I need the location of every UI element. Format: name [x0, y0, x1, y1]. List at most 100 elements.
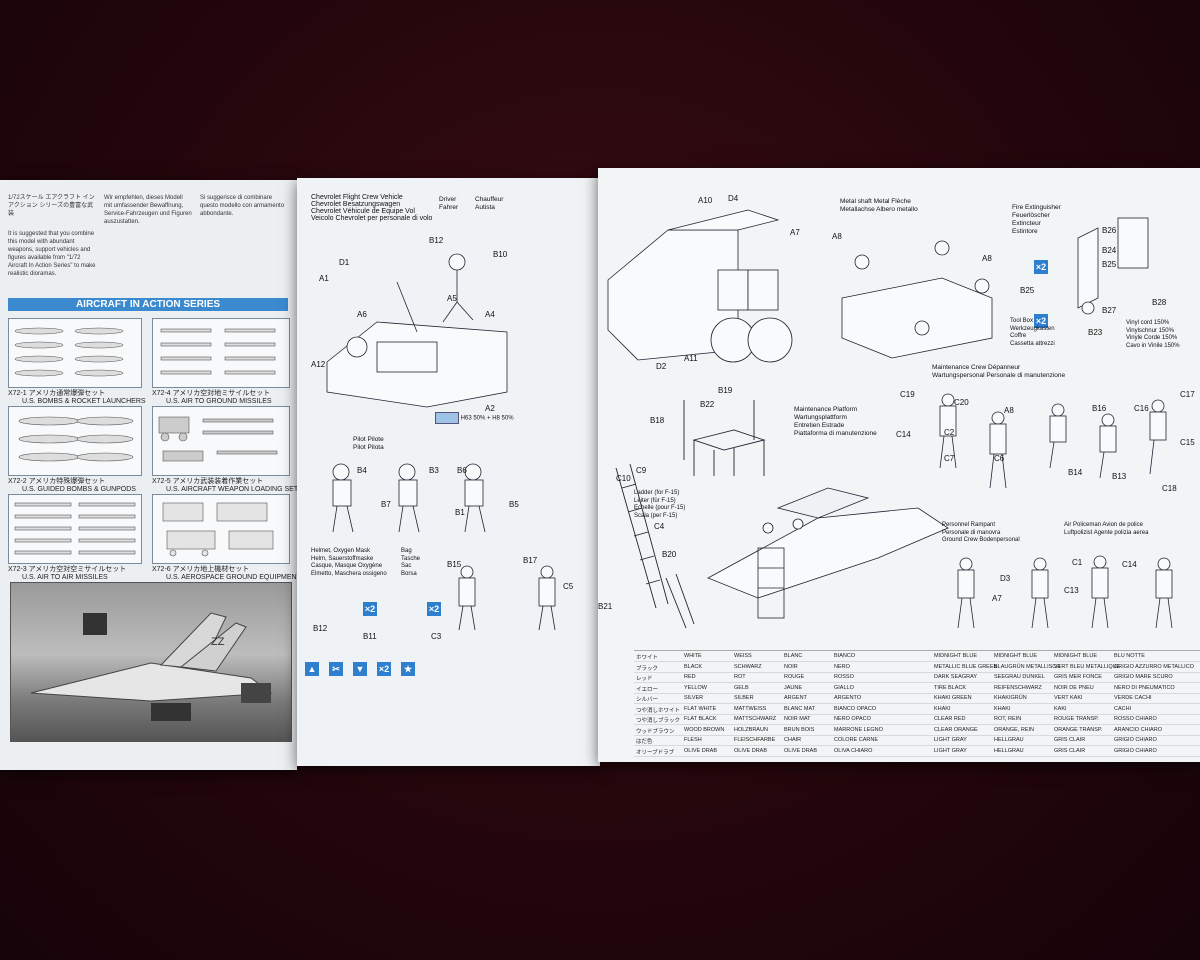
color-cell-en: SILVER — [684, 695, 704, 701]
color-cell-fr: OLIVE DRAB — [784, 747, 818, 754]
part-C19: C20 — [954, 398, 969, 407]
color-cell-de: SILBER — [734, 695, 754, 701]
part-B7: B7 — [381, 500, 391, 509]
color-cell-right-fr: GRIS CLAIR — [1054, 747, 1086, 754]
color-cell-fr: CHAIR — [784, 737, 802, 743]
color-cell-right-de: HELLGRAU — [994, 747, 1024, 754]
color-cell-right-fr: KAKI — [1054, 705, 1067, 712]
part-C3: B17 — [523, 556, 538, 565]
part-C4: C4 — [654, 522, 665, 531]
color-cell-de: FLEISCHFARBE — [734, 737, 776, 743]
shaft-label: Metal shaft Metal Flèche Metallachse Alb… — [840, 198, 918, 213]
color-cell-right-en: KHAKI — [934, 705, 951, 712]
color-cell-right-de: MIDNIGHT BLUE — [994, 653, 1037, 659]
part-A8: A8 — [982, 254, 992, 263]
color-cell-right-de: HELLGRAU — [994, 737, 1024, 743]
svg-text:ZZ: ZZ — [211, 636, 225, 648]
color-cell-right-it: VERDE CACHI — [1114, 695, 1152, 701]
color-cell-right-de: BLAUGRÜN METALLISCH — [994, 663, 1061, 670]
set-thumb-1 — [8, 318, 142, 388]
x2-badge: ×2 — [1034, 314, 1048, 328]
color-cell-right-de: SEEGRAU DUNKEL — [994, 674, 1045, 680]
set-caption-6: X72-6 アメリカ地上機材セット U.S. AEROSPACE GROUND … — [152, 566, 317, 581]
color-cell-it: ARGENTO — [834, 695, 862, 701]
star-icon: ★ — [401, 662, 415, 676]
part-A4: A4 — [485, 310, 495, 319]
vehicle-interior-drawing — [317, 242, 517, 412]
part-A1: A1 — [319, 274, 329, 283]
intro-jp: 1/72スケール エアクラフト イン アクション シリーズの豊富な武装 — [8, 195, 95, 217]
color-cell-jp: レッド — [636, 676, 653, 682]
x2-badge: ×2 — [1034, 260, 1048, 274]
color-cell-fr: BRUN BOIS — [784, 726, 815, 733]
color-cell-en: RED — [684, 674, 696, 680]
color-cell-en: WOOD BROWN — [684, 726, 725, 733]
part-C6: C6 — [994, 454, 1005, 463]
extinguisher-drawing — [1058, 208, 1178, 318]
ladder-drawing — [606, 458, 696, 638]
ground-crew-drawing — [944, 554, 1194, 634]
part-C18: C19 — [900, 390, 915, 399]
intro-it: Si suggerisce di combinare questo modell… — [200, 195, 285, 217]
shape-icon: ▲ — [305, 662, 319, 676]
part-B22: B22 — [700, 400, 715, 409]
part-C20: D3 — [1000, 574, 1011, 583]
color-cell-right-de: KHAKIGRÜN — [994, 695, 1027, 701]
color-cell-de: MATTSCHWARZ — [734, 716, 777, 722]
color-cell-en: YELLOW — [684, 684, 707, 691]
part-C1: C1 — [1072, 558, 1083, 567]
color-cell-right-de: REIFENSCHWARZ — [994, 684, 1042, 691]
part-B1: B1 — [455, 508, 465, 517]
part-A11: A11 — [684, 354, 698, 363]
color-cell-de: ROT — [734, 674, 746, 680]
part-C15: C16 — [1134, 404, 1149, 413]
cut-icon: ✂ — [329, 662, 343, 676]
color-cell-fr: ARGENT — [784, 695, 807, 701]
part-C12: C14 — [1122, 560, 1137, 569]
set-caption-3: X72-3 アメリカ空対空ミサイルセット U.S. AIR TO AIR MIS… — [8, 566, 127, 581]
color-cell-right-it: GRIGIO CHIARO — [1114, 747, 1157, 754]
color-cell-right-it: ARANCIO CHIARO — [1114, 726, 1162, 733]
color-cell-right-fr: GRIS CLAIR — [1054, 737, 1086, 743]
part-C13: C14 — [896, 430, 911, 439]
vehicle-body-drawing — [598, 190, 818, 370]
color-cell-right-fr: ROUGE TRANSP. — [1054, 716, 1099, 722]
color-cell-fr: BLANC — [784, 653, 803, 659]
color-cell-en: BLACK — [684, 663, 703, 670]
aircraft-nose-drawing — [698, 468, 958, 628]
diorama-photo: ZZ — [10, 582, 292, 742]
color-cell-de: SCHWARZ — [734, 663, 762, 670]
intro-de: Wir empfehlen, dieses Modell mit umfasse… — [104, 195, 192, 225]
part-B9: A8 — [1004, 406, 1014, 415]
part-D2: D2 — [656, 362, 667, 371]
color-cell-it: NERO — [834, 663, 850, 670]
color-cell-de: HOLZBRAUN — [734, 726, 768, 733]
color-cell-it: OLIVA CHIARO — [834, 747, 873, 754]
part-C8: C5 — [563, 582, 574, 591]
part-B10: B10 — [493, 250, 508, 259]
part-B25: B25 — [1102, 260, 1117, 269]
pilots-drawing — [317, 458, 517, 538]
chassis-drawing — [832, 238, 1002, 368]
color-cell-fr: NOIR — [784, 663, 798, 670]
instruction-sheet: 1/72スケール エアクラフト イン アクション シリーズの豊富な武装 It i… — [0, 168, 1200, 770]
color-cell-de: OLIVE DRAB — [734, 747, 768, 754]
color-cell-right-en: LIGHT GRAY — [934, 737, 967, 743]
color-cell-right-it: ROSSO CHIARO — [1114, 716, 1157, 722]
part-B6: B6 — [457, 466, 467, 475]
color-cell-jp: はだ色 — [636, 739, 653, 745]
color-cell-en: WHITE — [684, 653, 702, 659]
part-C5: C3 — [431, 632, 442, 641]
part-B27: B27 — [1102, 306, 1117, 315]
intro-en: It is suggested that you combine this mo… — [8, 231, 96, 277]
color-cell-right-fr: ORANGE TRANSP. — [1054, 726, 1103, 733]
